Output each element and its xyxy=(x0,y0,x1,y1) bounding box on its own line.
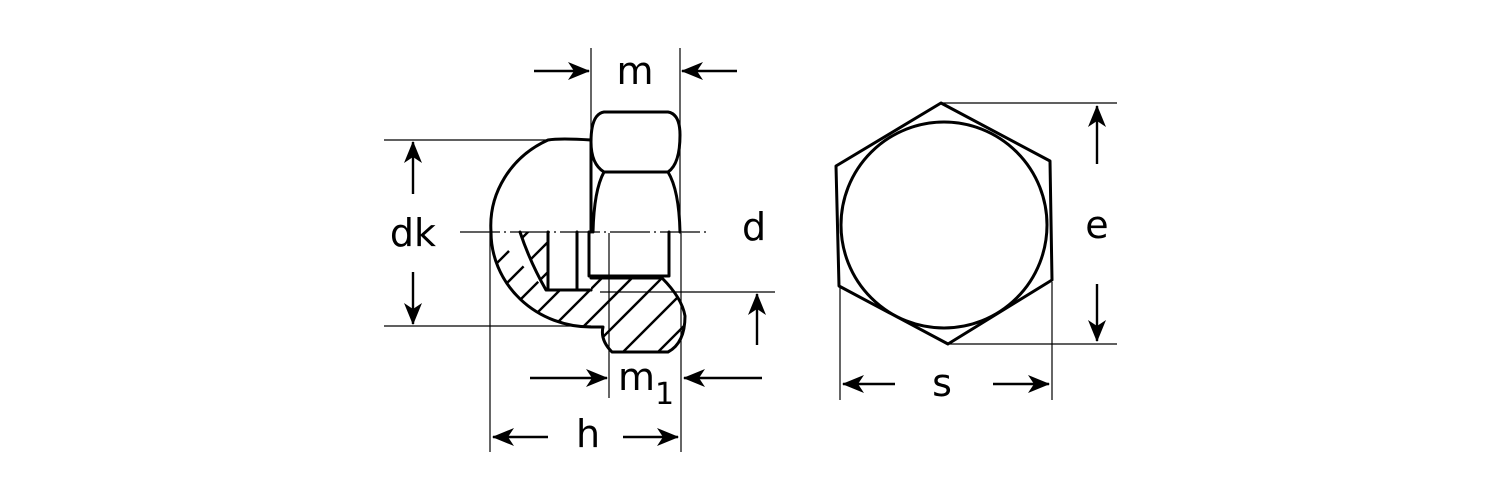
section-hatching xyxy=(491,232,685,352)
dome-upper-outline xyxy=(489,137,593,234)
label-s: s xyxy=(932,361,952,405)
hex-outline xyxy=(834,101,1054,346)
thread-runout xyxy=(546,230,593,292)
label-h: h xyxy=(576,412,600,456)
side-view: m dk d m1 h xyxy=(384,48,775,456)
label-e: e xyxy=(1085,203,1108,247)
dimension-dk: dk xyxy=(384,139,591,327)
hex-top-face xyxy=(589,110,682,174)
dome-circle xyxy=(839,120,1049,330)
dimension-m1: m1 xyxy=(530,233,762,452)
hex-lower-flank xyxy=(591,170,606,234)
label-m: m xyxy=(616,49,653,93)
label-m1: m1 xyxy=(618,355,674,412)
dimension-e: e xyxy=(943,102,1117,345)
hex-lower-flank-right xyxy=(666,170,682,234)
label-dk: dk xyxy=(390,211,436,255)
thread-pocket xyxy=(587,230,671,278)
inner-bore xyxy=(518,230,593,292)
dimension-m: m xyxy=(534,48,737,232)
dimension-h: h xyxy=(489,233,679,456)
dimension-s: s xyxy=(839,282,1053,405)
top-view: e s xyxy=(834,101,1117,405)
dimension-d: d xyxy=(600,205,775,345)
label-d: d xyxy=(742,205,766,249)
